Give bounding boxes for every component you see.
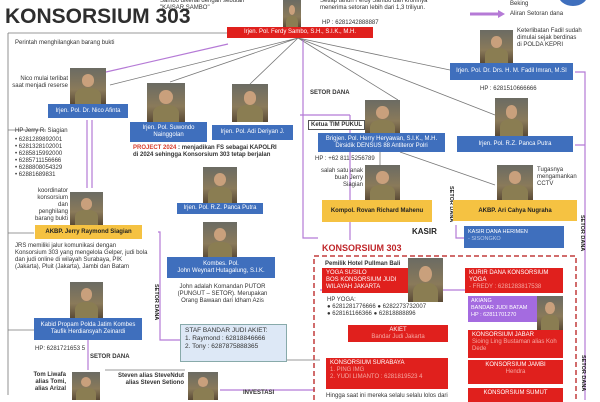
fadil-note: Keterlibatan Fadil sudah dimulai sejak b… — [517, 28, 582, 48]
panca-left-photo — [203, 167, 237, 203]
kabid-hp: HP: 6281721653 5 — [35, 346, 86, 352]
ari-note: Tugasnya mengamankan CCTV — [537, 167, 577, 187]
jerry-hp-item: • 6288808054329 — [15, 165, 63, 171]
jerry-hp-item: • 6285711156666 — [15, 158, 62, 164]
jerry-desc: JRS memiliki jalur komunikasi dengan Kon… — [15, 243, 148, 270]
setor-dana-label: SETOR DANA — [448, 186, 454, 223]
rovan-label: Kompol. Rovan Richard Mahenu — [322, 200, 432, 222]
sambo-note: Setiap tahun Ferdy Sambo dan kroninya me… — [320, 0, 428, 11]
akiang-photo — [537, 296, 563, 330]
john-photo — [203, 222, 237, 258]
jerry-hp-item: • 6281328102001 — [15, 144, 63, 150]
tom-photo — [72, 372, 100, 400]
kurir-box: KURIR DANA KONSORSIUM YOGA- FREDY : 6281… — [465, 268, 563, 293]
herry-label: Brigjen. Pol. Herry Heryawan, S.I.K., M.… — [318, 133, 445, 152]
konsorsium-footer-note: Hingga saat ini mereka selalu selalu lol… — [326, 393, 448, 399]
fadil-photo — [480, 30, 513, 63]
rovan-note: salah satu anak buah Jerry Siagian — [320, 168, 363, 188]
konsorsium-303-title: KONSORSIUM 303 — [322, 243, 402, 253]
sambo-photo — [283, 0, 301, 28]
legend-beking: Beking — [510, 1, 529, 8]
nico-photo — [70, 68, 106, 104]
sambo-nickname-note: Sambo dikenal dengan sebutan "KAISAR SAM… — [160, 0, 245, 11]
nico-label: Irjen. Pol. Dr. Nico Afinta — [48, 104, 128, 118]
legend-aliran: Aliran Setoran dana — [510, 11, 564, 17]
jerry-hp-item: • 6285815992000 — [15, 151, 63, 157]
nico-note: Nico mulai terlibat saat menjadi reserse — [12, 76, 68, 89]
suwondo-photo — [147, 83, 185, 122]
sambo-label: Irjen. Pol. Ferdy Sambo, S.H., S.I.K., M… — [227, 27, 373, 38]
adi-photo — [232, 84, 268, 122]
setor-dana-label: SETOR DANA — [310, 90, 350, 96]
john-desc: John adalah Komandan PUTOR (PUNGUT – SET… — [177, 284, 268, 304]
jerry-note: koordinator konsorsium dan penghilang ba… — [34, 188, 68, 222]
panca-right-photo — [495, 98, 528, 136]
jerry-hp-title: HP Jerry R. Siagian — [15, 128, 68, 134]
sumut-box: KONSORSIUM SUMUT — [468, 388, 563, 402]
setor-dana-label: SETOR DANA — [579, 215, 585, 252]
herry-hp: HP : +62 811 5256789 — [315, 156, 375, 162]
jerry-label: AKBP. Jerry Raymond Siagian — [35, 225, 142, 239]
staf-item: 2. Tony : 6287875888365 — [185, 343, 259, 350]
staf-title: STAF BANDAR JUDI AKIET: — [185, 327, 268, 334]
staf-bandar-box: STAF BANDAR JUDI AKIET: 1. Raymond : 628… — [180, 324, 287, 362]
kabid-photo — [70, 282, 103, 318]
kasir-label: KASIR — [412, 227, 437, 236]
kasir-box: KASIR DANA HERIMEN- SISONGKO — [464, 226, 564, 248]
investasi-label: INVESTASI — [243, 390, 275, 396]
jerry-hp-item: • 62881689831 — [15, 172, 56, 178]
sambo-hp: HP : 6281242888887 — [322, 20, 379, 26]
ari-label: AKBP. Ari Cahya Nugraha — [453, 200, 577, 221]
panca-right-label: Irjen. Pol. R.Z. Panca Putra — [457, 136, 573, 152]
yoga-hp: HP YOGA: ● 6281281776666 ● 6282273732007… — [327, 297, 427, 317]
yoga-photo — [408, 258, 443, 302]
page-title: KONSORSIUM 303 — [5, 5, 191, 28]
jerry-hp-item: • 6281289892001 — [15, 137, 63, 143]
fadil-hp: HP : 6281510666666 — [480, 86, 537, 92]
staf-item: 1. Raymond : 62818846666 — [185, 335, 266, 342]
steven-photo — [188, 372, 218, 400]
setor-dana-label: SETOR DANA — [90, 354, 130, 360]
setor-dana-label: SETOR DANA — [153, 284, 159, 321]
john-label: Kombes. Pol.John Weynart Hutagalung, S.I… — [167, 257, 275, 278]
fadil-label: Irjen. Pol. Dr. Drs. H. M. Fadil Imran, … — [450, 63, 573, 80]
kabid-label: Kabid Propam Polda Jatim Kombes Taufik H… — [34, 318, 142, 340]
project-2024: PROJECT 2024 : menjadikan FS sebagai KAP… — [133, 145, 277, 158]
tom-name: Tom Liwafa alias Tomi, alias Arizal — [33, 372, 66, 392]
adi-label: Irjen. Pol. Adi Deriyan J. — [212, 125, 293, 140]
jerry-hp-list: • 6281289892001 • 6281328102001 • 628581… — [15, 137, 62, 179]
steven-name: Steven alias SteveNdut alias Steven Seti… — [117, 373, 184, 386]
jerry-photo — [70, 192, 103, 225]
herry-photo — [365, 100, 400, 135]
setor-dana-label: SETOR DANA — [580, 355, 586, 392]
panca-left-label: Irjen. Pol. R.Z. Panca Putra — [177, 203, 263, 214]
ari-photo — [497, 165, 533, 200]
legend-circle-icon — [558, 0, 588, 6]
rovan-photo — [365, 165, 400, 200]
perintah-note: Perintah menghilangkan barang bukti — [15, 40, 115, 46]
ketua-tim-pukul-tag: Ketua TIM PUKUL — [308, 120, 365, 130]
hotel-note: Pemilik Hotel Pullman Bali — [325, 261, 401, 267]
suwondo-label: Irjen. Pol. Suwondo Nainggolan — [130, 122, 207, 142]
